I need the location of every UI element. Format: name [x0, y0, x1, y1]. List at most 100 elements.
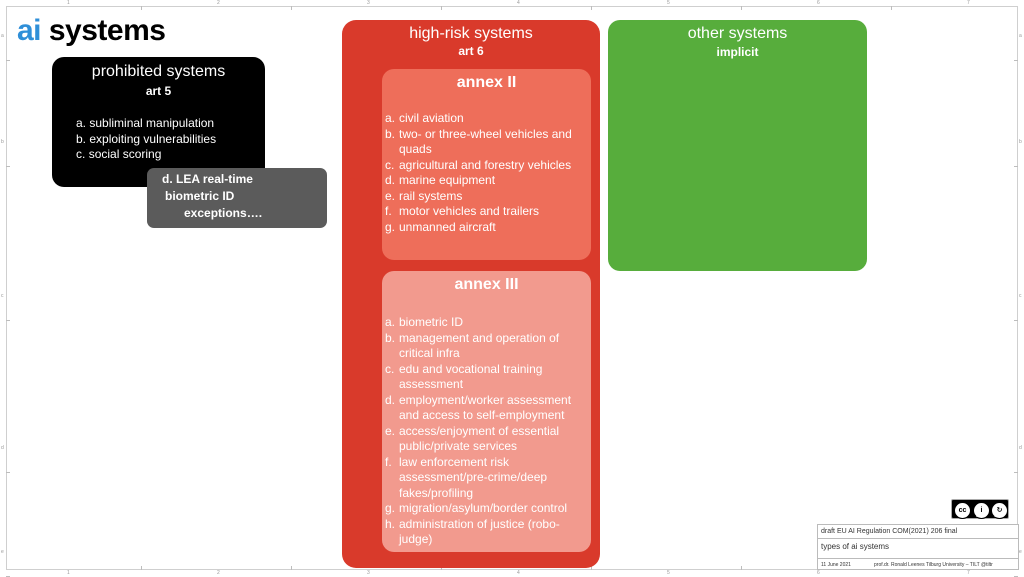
ruler-label: 5	[667, 570, 670, 576]
item-marker: b.	[385, 330, 396, 345]
ruler-tick	[1014, 60, 1018, 61]
ruler-label: 1	[67, 570, 70, 576]
prohibited-systems-box: prohibited systems art 5 a. subliminal m…	[52, 57, 265, 187]
by-icon: i	[973, 502, 990, 519]
annex-iii-item: h.administration of justice (robo-judge)	[382, 517, 591, 548]
ruler-label: d	[1, 445, 4, 451]
item-marker: h.	[385, 516, 396, 531]
ruler-label: e	[1019, 549, 1022, 555]
item-text: two- or three-wheel vehicles and quads	[399, 126, 572, 157]
item-text: exploiting vulnerabilities	[89, 131, 217, 146]
by-label: BY	[976, 513, 982, 518]
sa-label: SA	[994, 513, 1000, 518]
creative-commons-badge: cc i ↻ BY SA	[951, 499, 1009, 519]
lea-line-2: biometric ID	[165, 189, 235, 203]
ruler-label: 4	[517, 570, 520, 576]
item-text: motor vehicles and trailers	[399, 204, 540, 218]
annex-iii-item: f.law enforcement risk assessment/pre-cr…	[382, 455, 591, 502]
item-text: unmanned aircraft	[399, 219, 496, 234]
ruler-label: 6	[817, 570, 820, 576]
ruler-tick	[591, 566, 592, 570]
ruler-label: 2	[217, 0, 220, 6]
item-text: agricultural and forestry vehicles	[399, 157, 572, 172]
ruler-tick	[1014, 320, 1018, 321]
ruler-label: 2	[217, 570, 220, 576]
item-marker: f.	[385, 454, 392, 469]
annex-iii-item: a.biometric ID	[382, 315, 591, 331]
lea-line-1: d. LEA real-time	[162, 172, 253, 186]
footer-date: 11 June 2021	[821, 562, 851, 568]
annex-iii-item: b.management and operation of critical i…	[382, 331, 591, 362]
sa-icon: ↻	[991, 502, 1008, 519]
annex-iii-item: c.edu and vocational training assessment	[382, 362, 591, 393]
ruler-tick	[441, 6, 442, 10]
item-text: civil aviation	[399, 111, 464, 125]
item-marker: c.	[76, 147, 86, 161]
ruler-tick	[6, 60, 10, 61]
ruler-label: 3	[367, 0, 370, 6]
title-ai: ai	[17, 14, 42, 47]
item-text: subliminal manipulation	[89, 116, 215, 130]
footer-info-box: draft EU AI Regulation COM(2021) 206 fin…	[817, 524, 1019, 570]
item-text: marine equipment	[399, 173, 496, 187]
annex-ii-box: annex II a.civil aviation b.two- or thre…	[382, 69, 591, 260]
prohibited-item: c. social scoring	[52, 147, 265, 163]
cc-icon: cc	[954, 502, 971, 519]
item-marker: e.	[385, 423, 396, 438]
slide-title: ai systems	[17, 14, 166, 48]
ruler-label: b	[1019, 139, 1022, 145]
ruler-tick	[1014, 166, 1018, 167]
ruler-label: b	[1, 139, 4, 145]
item-marker: d.	[385, 392, 396, 407]
ruler-tick	[141, 566, 142, 570]
prohibited-heading: prohibited systems	[91, 63, 226, 80]
annex-ii-item: f. motor vehicles and trailers	[382, 204, 591, 220]
high-risk-heading: high-risk systems	[409, 25, 533, 42]
item-marker: g.	[385, 501, 396, 515]
ruler-tick	[141, 6, 142, 10]
annex-ii-item: e.rail systems	[382, 189, 591, 205]
other-heading: other systems	[687, 25, 788, 42]
ruler-label: a	[1, 33, 4, 39]
item-marker: g.	[385, 219, 396, 234]
annex-iii-heading: annex III	[454, 276, 519, 293]
ruler-tick	[741, 566, 742, 570]
annex-iii-box: annex III a.biometric ID b.management an…	[382, 271, 591, 552]
item-marker: f.	[385, 204, 392, 218]
prohibited-item: a. subliminal manipulation	[52, 116, 265, 132]
prohibited-article: art 5	[145, 84, 172, 98]
item-marker: e.	[385, 188, 396, 203]
annex-ii-item: a.civil aviation	[382, 111, 591, 127]
other-systems-box: other systems implicit	[608, 20, 867, 271]
slide-frame	[6, 6, 1018, 570]
prohibited-item: b. exploiting vulnerabilities	[52, 132, 265, 148]
annex-iii-item: e.access/enjoyment of essential public/p…	[382, 424, 591, 455]
ruler-tick	[1014, 472, 1018, 473]
ruler-label: d	[1019, 445, 1022, 451]
ruler-label: c	[1, 293, 4, 299]
ruler-label: 3	[367, 570, 370, 576]
item-text: social scoring	[88, 147, 162, 161]
item-text: rail systems	[399, 188, 463, 203]
ruler-label: 6	[817, 0, 820, 6]
ruler-label: 7	[967, 0, 970, 6]
item-marker: a.	[385, 111, 396, 125]
item-marker: a.	[76, 116, 87, 130]
item-text: migration/asylum/border control	[399, 501, 568, 515]
lea-line-3: exceptions….	[184, 206, 263, 220]
footer-divider	[818, 538, 1018, 539]
ruler-label: 4	[517, 0, 520, 6]
footer-author: prof.dr. Ronald Leenes Tilburg Universit…	[874, 562, 993, 568]
ruler-tick	[891, 6, 892, 10]
item-marker: d.	[385, 173, 396, 187]
item-text: edu and vocational training assessment	[399, 361, 543, 392]
ruler-tick	[6, 472, 10, 473]
high-risk-systems-box: high-risk systems art 6 annex II a.civil…	[342, 20, 600, 568]
item-text: management and operation of critical inf…	[399, 330, 560, 361]
item-text: biometric ID	[399, 315, 464, 329]
annex-iii-item: d.employment/worker assessment and acces…	[382, 393, 591, 424]
item-marker: a.	[385, 315, 396, 329]
footer-document: draft EU AI Regulation COM(2021) 206 fin…	[821, 528, 958, 535]
item-marker: b.	[385, 126, 396, 141]
lea-biometric-box: d. LEA real-time biometric ID exceptions…	[147, 168, 327, 228]
